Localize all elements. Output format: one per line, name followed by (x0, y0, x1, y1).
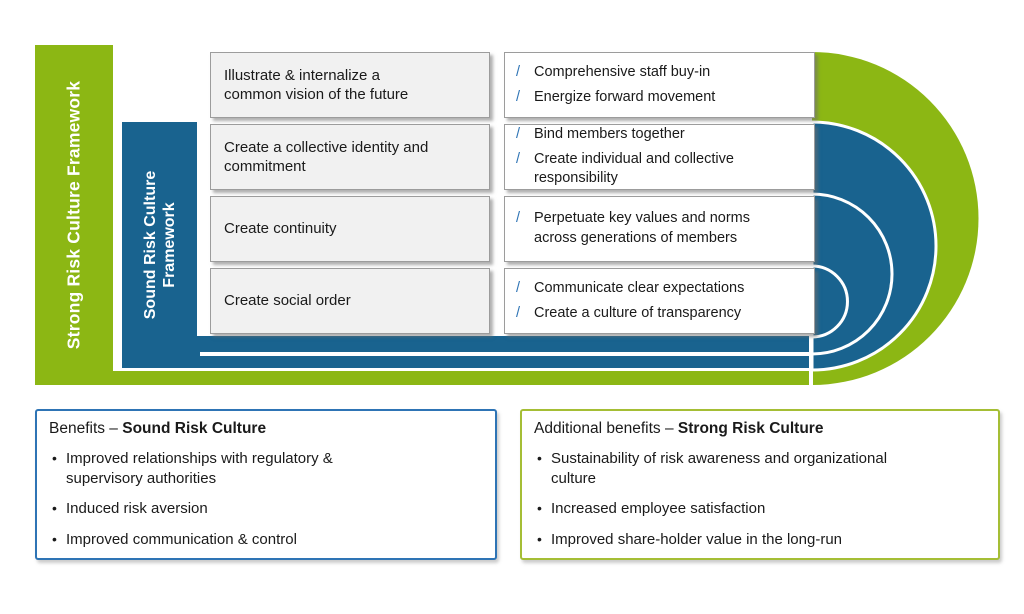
panel-title-prefix: Additional benefits – (534, 420, 678, 437)
slash-bullet: / (516, 63, 521, 80)
benefits-sound-panel: Benefits – Sound Risk Culture • Improved… (35, 409, 497, 560)
dot-bullet: • (52, 500, 57, 516)
slash-bullet: / (516, 88, 521, 105)
continuity-loop-arc (811, 192, 894, 356)
dot-bullet: • (537, 450, 542, 466)
dot-bullet: • (52, 530, 57, 547)
benefit-box-continuity: / Perpetuate key values and norms across… (504, 196, 815, 262)
benefit-text: Bind members together (534, 126, 685, 143)
benefit-item: / Bind members together (516, 125, 810, 145)
benefit-box-social-order: / Communicate clear expectations / Creat… (504, 268, 815, 334)
benefit-item: / Perpetuate key values and norms across… (516, 209, 810, 248)
panel-title-bold: Sound Risk Culture (122, 420, 267, 437)
panel-item-text: Improved communication & control (66, 530, 297, 548)
panel-item: • Increased employee satisfaction (534, 499, 986, 519)
goal-box-vision: Illustrate & internalize a common vision… (210, 52, 490, 118)
dot-bullet: • (52, 450, 57, 466)
panel-title-prefix: Benefits – (49, 420, 123, 437)
benefit-item: / Create a culture of transparency (516, 304, 810, 324)
sound-loop-arc (810, 120, 938, 372)
panel-item: • Improved relationships with regulatory… (49, 449, 483, 488)
panel-item-text: Improved share-holder value in the long-… (551, 530, 842, 548)
strong-framework-bar: Strong Risk Culture Framework (35, 45, 113, 385)
benefits-strong-panel: Additional benefits – Strong Risk Cultur… (520, 409, 1000, 560)
slash-bullet: / (516, 279, 521, 296)
sound-framework-label: Sound Risk Culture Framework (141, 170, 178, 320)
goal-text: Create a collective identity and commitm… (224, 138, 429, 176)
panel-item: • Sustainability of risk awareness and o… (534, 449, 986, 488)
benefit-text: Perpetuate key values and norms across g… (534, 210, 751, 246)
panel-title: Benefits – Sound Risk Culture (49, 420, 483, 438)
goal-box-social-order: Create social order (210, 268, 490, 334)
loop-divider-line (200, 352, 812, 356)
goal-text: Create social order (224, 292, 351, 310)
benefit-item: / Communicate clear expectations (516, 279, 810, 299)
benefit-text: Energize forward movement (534, 88, 716, 105)
benefit-text: Comprehensive staff buy-in (534, 63, 711, 80)
benefit-box-vision: / Comprehensive staff buy-in / Energize … (504, 52, 815, 118)
slash-bullet: / (516, 126, 521, 143)
strong-loop-bottom-band (35, 371, 812, 385)
benefit-box-identity: / Bind members together / Create individ… (504, 124, 815, 190)
panel-item: • Induced risk aversion (49, 499, 483, 519)
benefit-text: Create individual and collective respons… (534, 150, 734, 187)
strong-framework-label: Strong Risk Culture Framework (63, 80, 84, 350)
panel-item: • Improved communication & control (49, 530, 483, 550)
goal-text: Create continuity (224, 220, 337, 238)
benefit-item: / Energize forward movement (516, 88, 810, 108)
sound-framework-bar: Sound Risk Culture Framework (122, 122, 197, 368)
slash-bullet: / (516, 150, 521, 167)
loop-end-line (809, 334, 813, 385)
panel-title: Additional benefits – Strong Risk Cultur… (534, 420, 986, 438)
benefit-text: Communicate clear expectations (534, 279, 745, 296)
goal-box-identity: Create a collective identity and commitm… (210, 124, 490, 190)
social-order-loop-arc (811, 264, 849, 339)
panel-item-text: Increased employee satisfaction (551, 500, 766, 517)
dot-bullet: • (537, 500, 542, 516)
panel-item-text: Sustainability of risk awareness and org… (551, 450, 888, 487)
goal-text: Illustrate & internalize a common vision… (224, 66, 409, 104)
slash-bullet: / (516, 210, 521, 227)
goal-box-continuity: Create continuity (210, 196, 490, 262)
panel-item: • Improved share-holder value in the lon… (534, 530, 986, 550)
slash-bullet: / (516, 304, 521, 321)
panel-item-text: Improved relationships with regulatory &… (66, 450, 333, 487)
dot-bullet: • (537, 530, 542, 547)
benefit-text: Create a culture of transparency (534, 304, 742, 321)
panel-item-text: Induced risk aversion (66, 500, 208, 517)
panel-title-bold: Strong Risk Culture (677, 420, 824, 437)
benefit-item: / Create individual and collective respo… (516, 150, 810, 189)
benefit-item: / Comprehensive staff buy-in (516, 63, 810, 83)
